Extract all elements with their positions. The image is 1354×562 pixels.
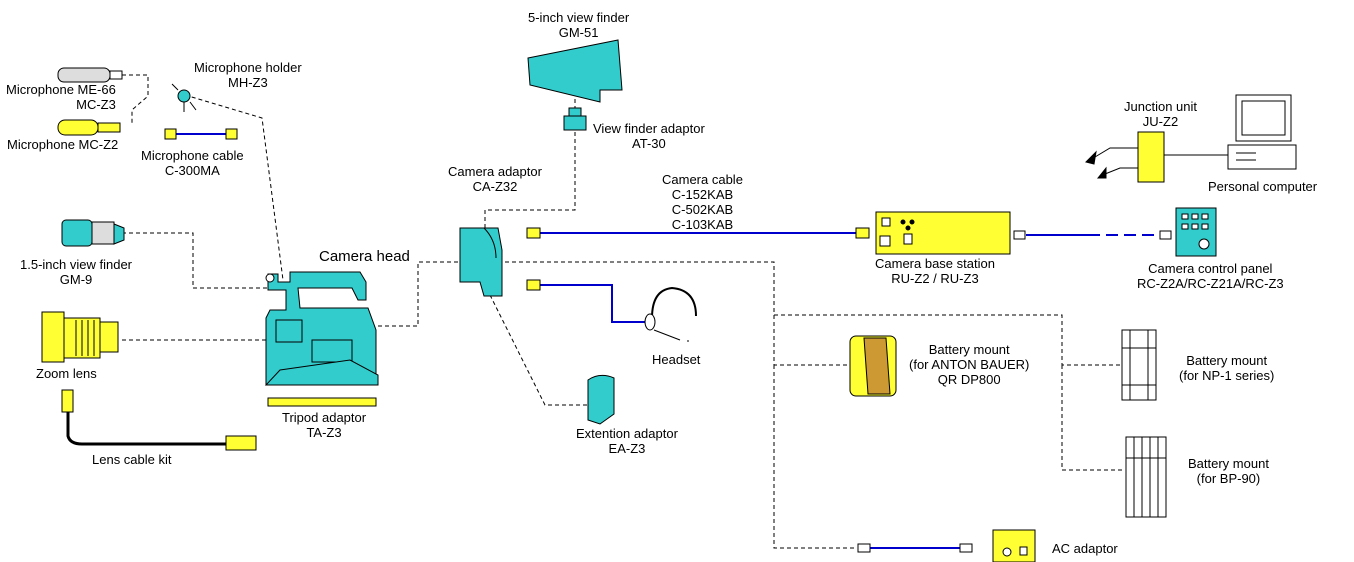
viewfinder-15inch: [61, 219, 125, 247]
label-battery-mount-anton: Battery mount(for ANTON BAUER)QR DP800: [909, 342, 1030, 387]
ac-connection: [773, 365, 855, 549]
microphone-mcz2: [57, 119, 121, 136]
label-lens-cable-kit: Lens cable kit: [92, 452, 172, 467]
label-camera-head: Camera head: [319, 248, 410, 265]
blue-cables: [176, 133, 1160, 549]
extension-connection: [489, 294, 588, 406]
viewfinder-adaptor: [563, 107, 587, 131]
anton-connection: [773, 315, 850, 366]
junction-unit: [1085, 131, 1230, 183]
label-ac-adaptor: AC adaptor: [1052, 541, 1118, 556]
label-headset: Headset: [652, 352, 701, 367]
label-microphone-mcz2: Microphone MC-Z2: [7, 137, 119, 152]
battery-mount-bp90: [1125, 436, 1167, 518]
vf-adaptor-connection: [484, 130, 576, 228]
camera-head: [264, 271, 379, 386]
vf15-connection: [122, 232, 270, 289]
microphone-me66: [57, 67, 123, 83]
battery-bus: [505, 261, 1122, 366]
viewfinder-5inch: [527, 39, 623, 103]
microphone-holder: [171, 83, 197, 112]
zoom-lens: [41, 311, 119, 363]
camera-control-panel: [1175, 207, 1217, 257]
mic-holder-connection: [184, 94, 284, 281]
mic-me66-connection: [122, 74, 149, 124]
label-zoom-lens: Zoom lens: [36, 366, 97, 381]
ac-adaptor: [992, 529, 1036, 562]
label-battery-mount-np1: Battery mount(for NP-1 series): [1179, 353, 1275, 383]
bp90-connection: [1061, 365, 1122, 471]
camera-base-station: [875, 211, 1011, 255]
battery-mount-np1: [1121, 329, 1157, 401]
dashed-connections: [122, 74, 1122, 549]
headset: [644, 286, 697, 342]
head-adaptor-connection: [378, 261, 462, 327]
camera-adaptor: [459, 227, 503, 297]
lens-cable-line: [66, 412, 226, 446]
label-battery-mount-bp90: Battery mount(for BP-90): [1188, 456, 1269, 486]
extension-adaptor: [587, 374, 615, 425]
connectors: [61, 128, 1172, 553]
tripod-adaptor: [267, 397, 377, 407]
headset-cable-line: [540, 284, 648, 323]
label-personal-computer: Personal computer: [1208, 179, 1318, 194]
battery-mount-anton: [849, 335, 897, 397]
personal-computer: [1227, 94, 1297, 170]
